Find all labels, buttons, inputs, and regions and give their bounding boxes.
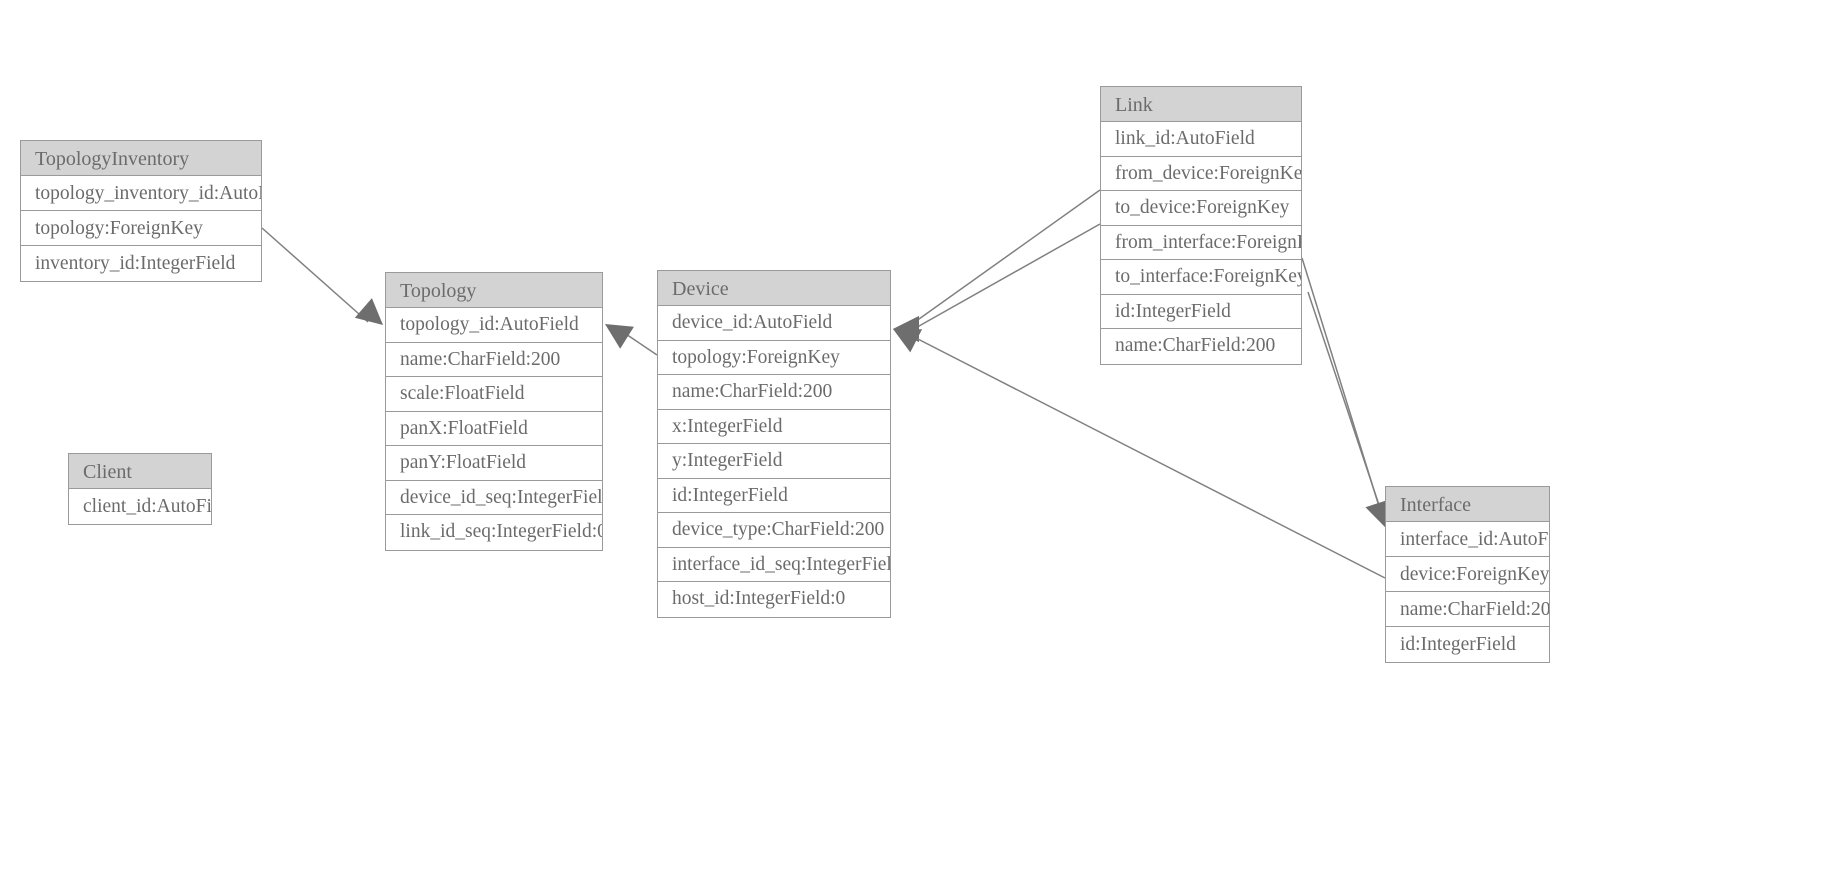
entity-field-row[interactable]: link_id:AutoField [1101,122,1301,157]
entity-header-interface: Interface [1386,487,1549,522]
entity-interface[interactable]: Interfaceinterface_id:AutoFielddevice:Fo… [1385,486,1550,663]
entity-header-device: Device [658,271,890,306]
entity-field-row[interactable]: id:IntegerField [1386,627,1549,662]
entity-field-row[interactable]: client_id:AutoField [69,489,211,524]
entity-header-topology_inventory: TopologyInventory [21,141,261,176]
relationship-line [1307,291,1385,521]
entity-field-row[interactable]: to_interface:ForeignKey [1101,260,1301,295]
entity-field-row[interactable]: device_id_seq:IntegerField:0 [386,480,602,515]
entity-field-row[interactable]: panX:FloatField [386,411,602,446]
relationship-line [911,189,1101,325]
entity-field-row[interactable]: host_id:IntegerField:0 [658,582,890,617]
entity-field-row[interactable]: id:IntegerField [658,478,890,513]
entity-field-row[interactable]: topology_id:AutoField [386,308,602,343]
entity-field-row[interactable]: name:CharField:200 [658,375,890,410]
entity-field-row[interactable]: device_type:CharField:200 [658,513,890,548]
entity-field-row[interactable]: topology_inventory_id:AutoField [21,176,261,211]
relationship-line [911,335,1386,579]
relationship-line [1301,257,1383,517]
entity-field-row[interactable]: name:CharField:200 [1386,592,1549,627]
relationship-line [261,227,369,323]
relationship-rel-link-frominterface-interface [1301,257,1391,528]
entity-header-link: Link [1101,87,1301,122]
entity-field-row[interactable]: x:IntegerField [658,409,890,444]
relationship-arrowhead [893,316,919,342]
entity-field-row[interactable]: scale:FloatField [386,377,602,412]
entity-field-row[interactable]: inventory_id:IntegerField [21,246,261,281]
entity-field-row[interactable]: id:IntegerField [1101,294,1301,329]
entity-field-row[interactable]: device_id:AutoField [658,306,890,341]
entity-field-row[interactable]: topology:ForeignKey [21,211,261,246]
entity-field-row[interactable]: topology:ForeignKey [658,340,890,375]
entity-field-row[interactable]: from_device:ForeignKey [1101,156,1301,191]
entity-field-row[interactable]: to_device:ForeignKey [1101,191,1301,226]
entity-field-row[interactable]: interface_id_seq:IntegerField:0 [658,547,890,582]
entity-field-row[interactable]: interface_id:AutoField [1386,522,1549,557]
relationship-rel-topologyinventory-topology [261,227,383,325]
entity-header-topology: Topology [386,273,602,308]
relationship-line [619,329,658,356]
relationship-arrowhead [893,316,919,342]
relationship-arrowhead [893,329,923,353]
relationship-rel-device-topology [605,324,658,356]
entity-field-row[interactable]: y:IntegerField [658,444,890,479]
entity-field-row[interactable]: panY:FloatField [386,446,602,481]
entity-field-row[interactable]: link_id_seq:IntegerField:0 [386,515,602,550]
entity-field-row[interactable]: device:ForeignKey [1386,557,1549,592]
entity-field-row[interactable]: name:CharField:200 [1101,329,1301,364]
relationship-rel-link-fromdevice-device [893,189,1101,342]
relationship-line [911,223,1101,331]
entity-header-client: Client [69,454,211,489]
entity-field-row[interactable]: from_interface:ForeignKey [1101,225,1301,260]
relationship-arrowhead [605,324,634,349]
relationship-rel-link-todevice-device [893,223,1101,342]
entity-field-row[interactable]: name:CharField:200 [386,342,602,377]
